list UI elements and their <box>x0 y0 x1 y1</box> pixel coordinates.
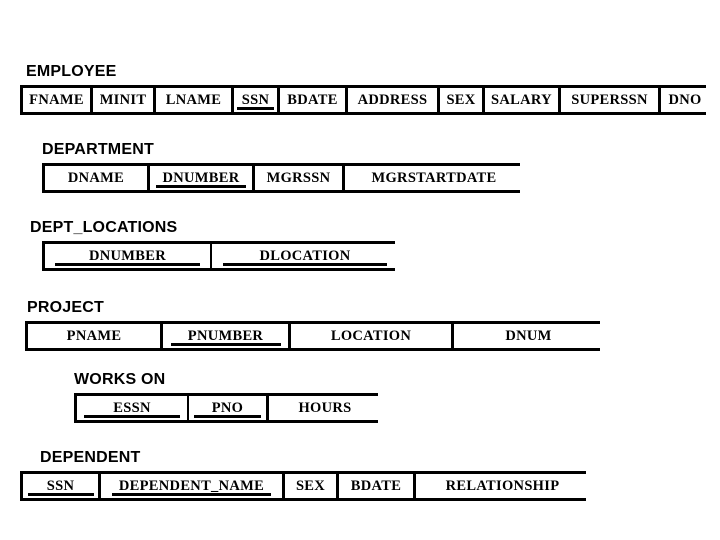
primary-key-underline <box>111 493 272 496</box>
relation-title: WORKS ON <box>74 371 166 388</box>
attribute-cell: LNAME <box>156 88 234 112</box>
relation-title: DEPARTMENT <box>42 141 154 158</box>
attribute-row: DNUMBER DLOCATION <box>42 241 398 271</box>
attribute-cell: SEX <box>285 474 339 498</box>
relation-works-on: WORKS ON ESSN PNO HOURS <box>74 370 381 423</box>
attribute-label: SUPERSSN <box>571 91 648 108</box>
attribute-label: MGRSSN <box>266 169 331 186</box>
relation-dept-locations: DEPT_LOCATIONS DNUMBER DLOCATION <box>30 218 398 271</box>
attribute-label: SSN <box>241 91 270 108</box>
attribute-label: ADDRESS <box>357 91 428 108</box>
attribute-label: MGRSTARTDATE <box>371 169 497 186</box>
attribute-label: PNO <box>211 399 244 416</box>
attribute-cell: MGRSSN <box>255 166 345 190</box>
attribute-label: BDATE <box>350 477 402 494</box>
attribute-cell-primary-key: DLOCATION <box>212 244 398 268</box>
attribute-cell: LOCATION <box>291 324 454 348</box>
primary-key-underline <box>27 493 94 496</box>
relation-title: EMPLOYEE <box>26 63 117 80</box>
attribute-cell: DNAME <box>45 166 150 190</box>
attribute-cell: FNAME <box>23 88 93 112</box>
primary-key-underline <box>223 263 387 266</box>
attribute-label: SEX <box>295 477 326 494</box>
attribute-label: MINIT <box>99 91 147 108</box>
relation-department: DEPARTMENT DNAME DNUMBER MGRSSN MGRSTARTDATE <box>42 140 523 193</box>
attribute-cell-primary-key: PNUMBER <box>163 324 291 348</box>
attribute-cell: SUPERSSN <box>561 88 661 112</box>
attribute-label: PNUMBER <box>187 327 264 344</box>
attribute-cell: DNUM <box>454 324 603 348</box>
attribute-label: ESSN <box>113 399 151 416</box>
primary-key-underline <box>236 107 275 110</box>
attribute-label: DNUM <box>505 327 552 344</box>
attribute-row: PNAME PNUMBER LOCATION DNUM <box>25 321 603 351</box>
attribute-label: RELATIONSHIP <box>445 477 560 494</box>
attribute-cell: SEX <box>440 88 485 112</box>
attribute-row: DNAME DNUMBER MGRSSN MGRSTARTDATE <box>42 163 523 193</box>
relation-dependent: DEPENDENT SSN DEPENDENT_NAME SEX BDATE RELATI… <box>20 448 589 501</box>
attribute-label: DEPENDENT_NAME <box>118 477 265 494</box>
attribute-row: FNAME MINIT LNAME SSN BDATE ADDRESS SEX SALARY S… <box>20 85 709 115</box>
attribute-cell-primary-key: DNUMBER <box>150 166 255 190</box>
primary-key-underline <box>83 415 181 418</box>
attribute-cell-primary-key: PNO <box>189 396 269 420</box>
attribute-cell: MGRSTARTDATE <box>345 166 523 190</box>
attribute-cell: BDATE <box>339 474 416 498</box>
attribute-row: ESSN PNO HOURS <box>74 393 381 423</box>
attribute-label: DNO <box>668 91 702 108</box>
attribute-label: DNUMBER <box>162 169 240 186</box>
attribute-label: HOURS <box>298 399 352 416</box>
attribute-cell-primary-key: DNUMBER <box>45 244 212 268</box>
primary-key-underline <box>193 415 262 418</box>
attribute-cell: DNO <box>661 88 709 112</box>
relation-title: PROJECT <box>27 299 104 316</box>
attribute-cell: RELATIONSHIP <box>416 474 589 498</box>
attribute-cell-primary-key: SSN <box>23 474 101 498</box>
primary-key-underline <box>170 343 281 346</box>
relation-title: DEPENDENT <box>40 449 141 466</box>
attribute-row: SSN DEPENDENT_NAME SEX BDATE RELATIONSHIP <box>20 471 589 501</box>
attribute-cell-primary-key: SSN <box>234 88 280 112</box>
attribute-cell: SALARY <box>485 88 561 112</box>
attribute-cell: PNAME <box>28 324 163 348</box>
attribute-cell: MINIT <box>93 88 156 112</box>
attribute-label: SSN <box>46 477 75 494</box>
attribute-label: SEX <box>446 91 476 108</box>
relation-title: DEPT_LOCATIONS <box>30 219 178 236</box>
attribute-cell: ADDRESS <box>348 88 440 112</box>
primary-key-underline <box>156 185 246 188</box>
attribute-label: BDATE <box>287 91 338 108</box>
relation-project: PROJECT PNAME PNUMBER LOCATION DNUM <box>25 298 603 351</box>
attribute-cell-primary-key: ESSN <box>77 396 189 420</box>
attribute-label: LNAME <box>165 91 222 108</box>
attribute-label: PNAME <box>66 327 122 344</box>
attribute-label: SALARY <box>491 91 552 108</box>
attribute-cell-primary-key: DEPENDENT_NAME <box>101 474 285 498</box>
attribute-cell: BDATE <box>280 88 348 112</box>
primary-key-underline <box>54 263 201 266</box>
attribute-label: FNAME <box>29 91 84 108</box>
attribute-label: LOCATION <box>330 327 412 344</box>
attribute-label: DNAME <box>67 169 125 186</box>
attribute-cell: HOURS <box>269 396 381 420</box>
attribute-label: DNUMBER <box>88 247 166 264</box>
attribute-label: DLOCATION <box>259 247 351 264</box>
relation-employee: EMPLOYEE FNAME MINIT LNAME SSN BDATE ADDRESS SE… <box>20 62 709 115</box>
